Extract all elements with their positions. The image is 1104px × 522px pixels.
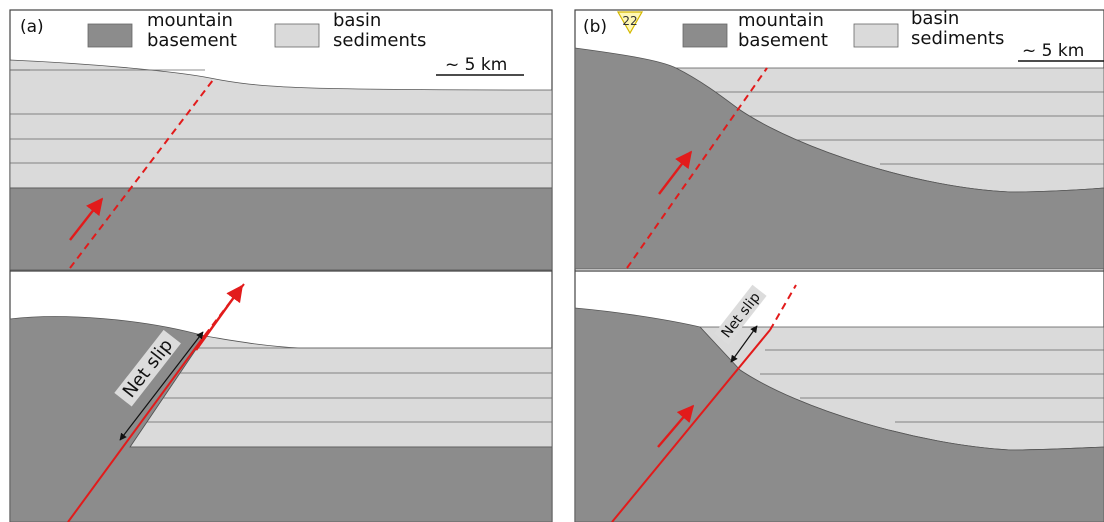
- slip-arrow-a-upper: [69, 197, 104, 241]
- panel-label-b: (b): [583, 17, 607, 37]
- scale-label-a: ~ 5 km: [445, 55, 507, 75]
- panel-b-upper-section: [574, 47, 1104, 270]
- mountain-basement-b-upper: [574, 47, 1104, 270]
- basin-sediments-a-lower: [129, 335, 553, 448]
- slip-arrow-b-upper: [658, 150, 693, 195]
- legend-swatch-basement-b: [682, 23, 728, 48]
- badge-number-b: 22: [622, 14, 637, 28]
- legend-label-sediments-a-line2: sediments: [333, 30, 426, 51]
- panel-b-lower-section: Net slip: [574, 284, 1104, 522]
- panel-label-a: (a): [20, 17, 44, 37]
- legend-label-sediments-a-line1: basin: [333, 10, 381, 31]
- mountain-basement-a-upper: [9, 187, 553, 271]
- slip-arrow-b-lower: [657, 404, 695, 448]
- legend-a: (a) mountain basement basin sediments ~ …: [20, 10, 524, 76]
- panel-a-upper-section: [9, 59, 553, 271]
- panel-a: Net slip (a) mountain basement basin sed…: [9, 9, 553, 522]
- basin-sediments-a-upper: [9, 59, 553, 189]
- legend-label-basement-b-line2: basement: [738, 30, 828, 51]
- legend-label-basement-a-line2: basement: [147, 30, 237, 51]
- legend-b: (b) 22 mountain basement basin sediments…: [583, 8, 1104, 62]
- scale-label-b: ~ 5 km: [1022, 41, 1084, 61]
- fault-line-dashed-b-lower: [769, 284, 797, 331]
- legend-swatch-basement-a: [87, 23, 133, 48]
- triangle-badge-icon: [616, 11, 644, 35]
- panel-a-lower-section: Net slip: [9, 283, 553, 522]
- sediment-layer-lines-a-lower: [145, 347, 552, 423]
- fault-line-dashed-a-upper: [69, 79, 214, 269]
- fault-line-dashed-b-upper: [626, 67, 768, 269]
- legend-swatch-sediments-b: [853, 23, 899, 48]
- sediment-layer-lines-b-lower: [760, 349, 1104, 423]
- legend-label-sediments-b-line2: sediments: [911, 28, 1004, 49]
- legend-label-basement-b-line1: mountain: [738, 10, 824, 31]
- legend-label-basement-a-line1: mountain: [147, 10, 233, 31]
- legend-label-sediments-b-line1: basin: [911, 8, 959, 29]
- net-slip-measure-b: [730, 325, 758, 363]
- panel-b: Net slip (b) 22 mountain basement basin …: [574, 8, 1104, 522]
- net-slip-measure-a: [119, 331, 204, 441]
- legend-swatch-sediments-a: [274, 23, 320, 48]
- mountain-basement-b-lower: [574, 307, 1104, 522]
- slip-arrow-a-lower: [195, 284, 243, 351]
- sediment-layer-lines-a-upper: [10, 69, 552, 164]
- sediment-layer-lines-b-upper: [700, 91, 1104, 165]
